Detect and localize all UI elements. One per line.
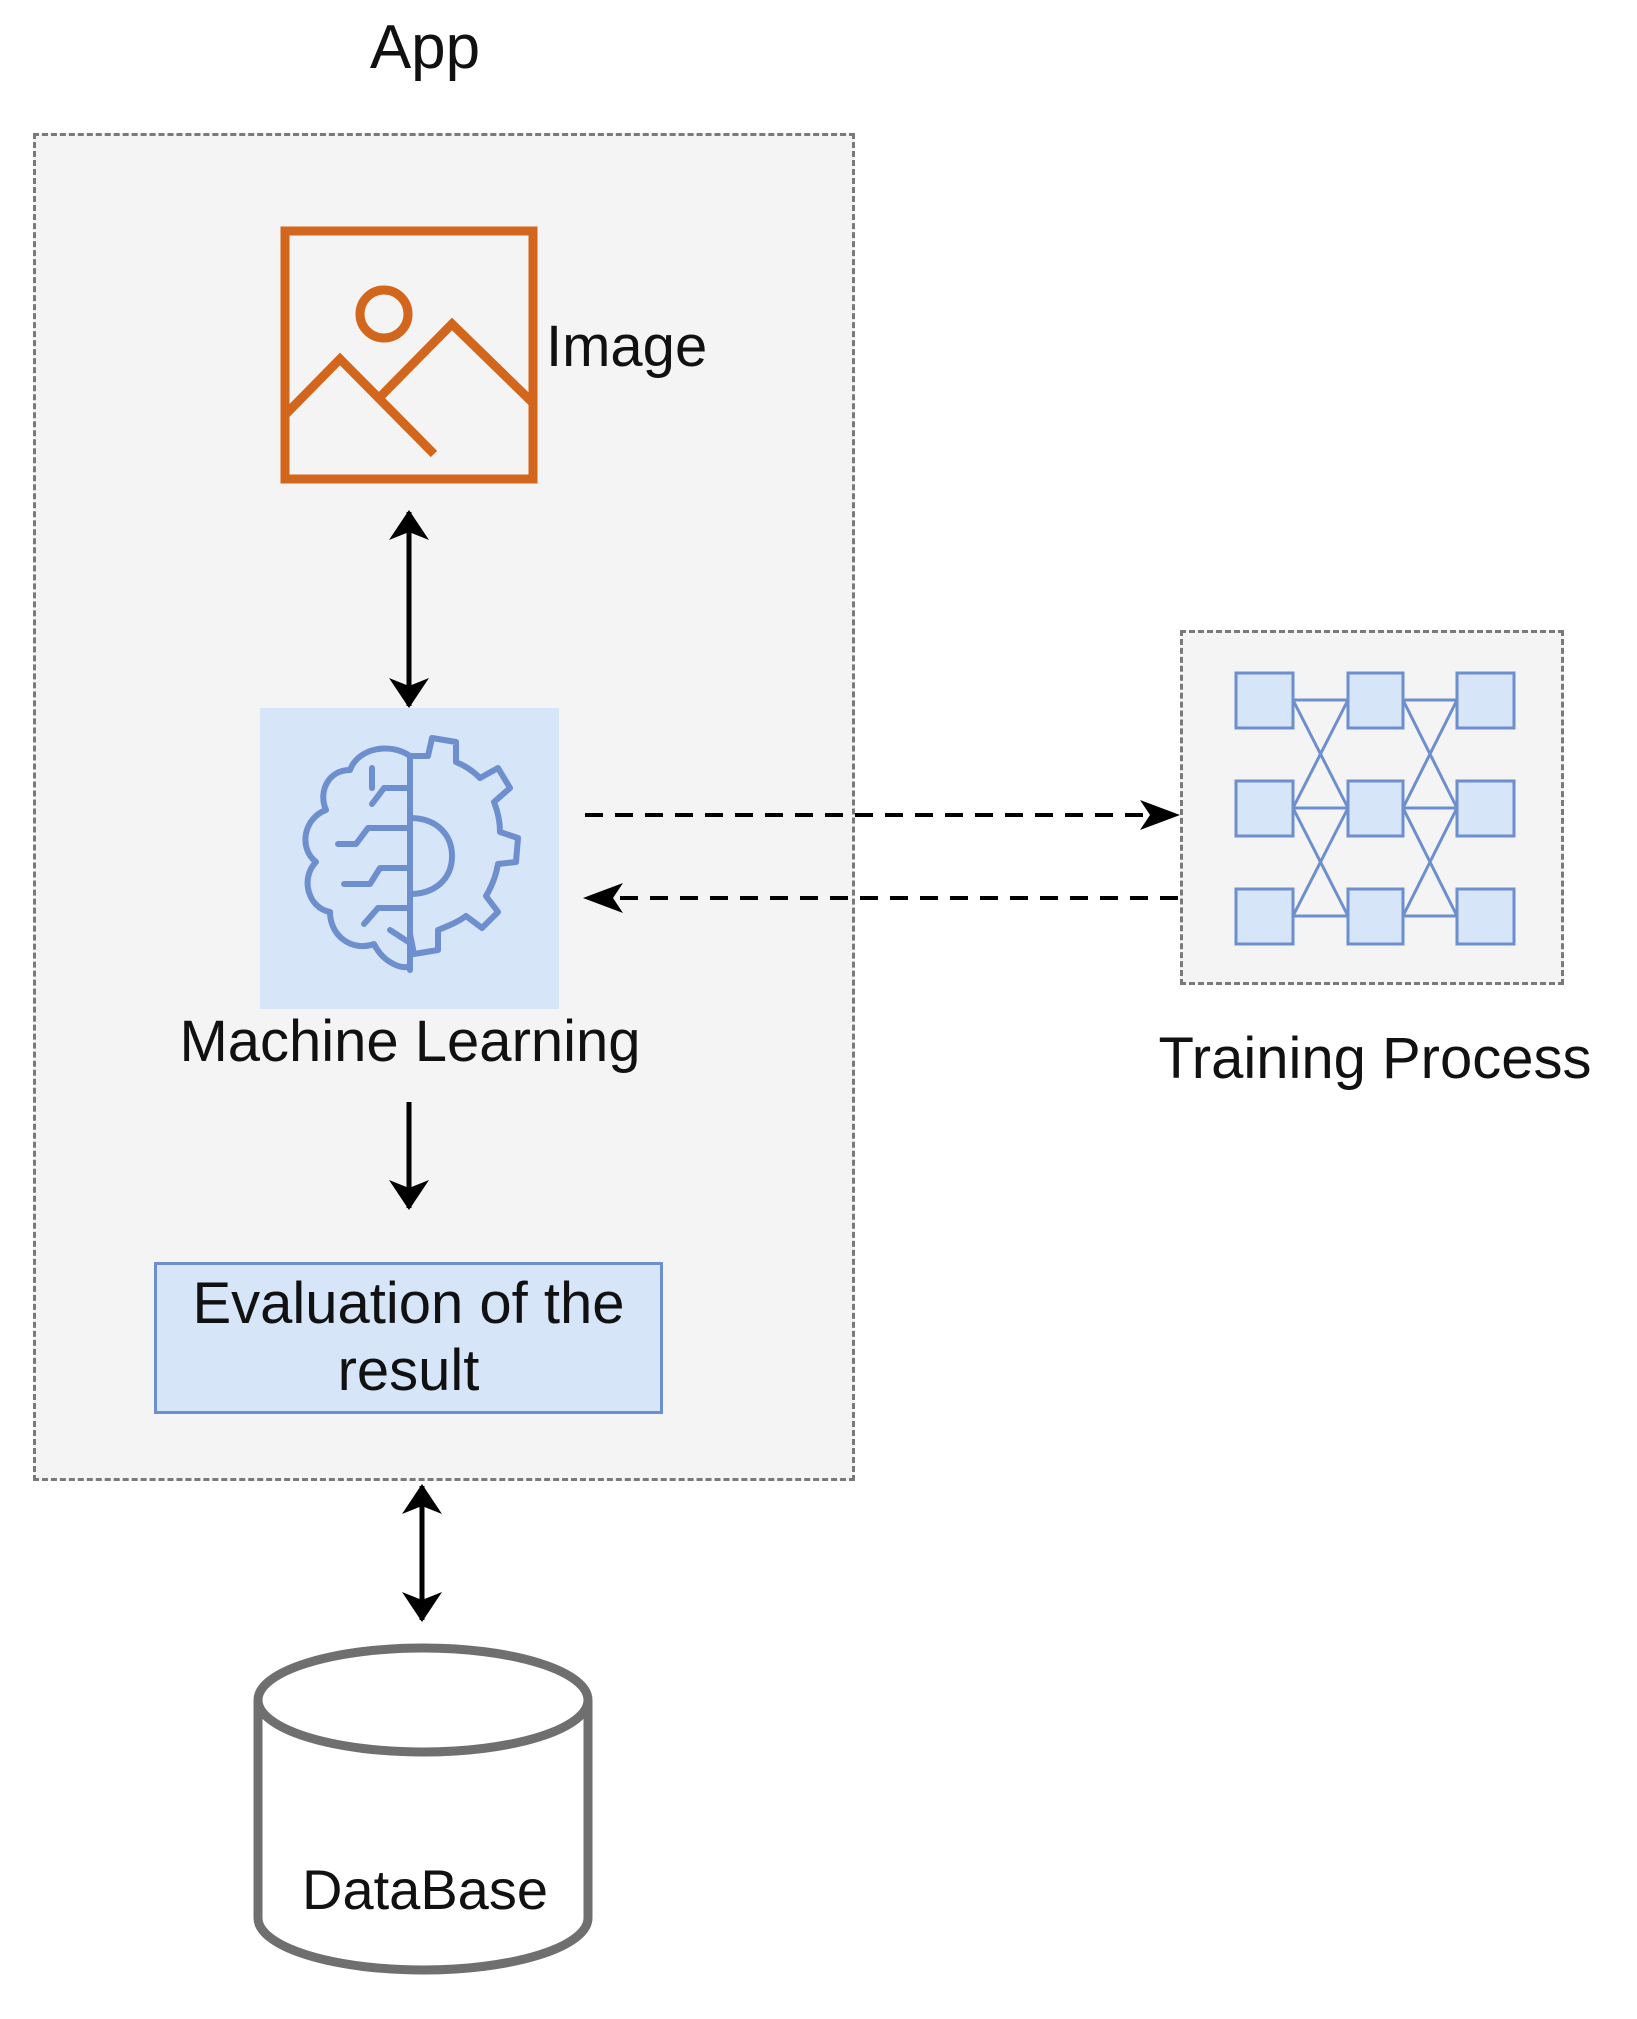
image-icon	[280, 226, 538, 484]
brain-gear-icon	[302, 735, 521, 973]
training-process-node	[1180, 630, 1564, 985]
training-process-label: Training Process	[1158, 1026, 1592, 1091]
app-title: App	[369, 13, 481, 82]
image-label: Image	[546, 314, 708, 379]
database-cylinder-icon	[253, 1643, 593, 1975]
machine-learning-node	[260, 708, 559, 1009]
evaluation-node: Evaluation of the result	[154, 1262, 663, 1414]
neural-network-icon	[1234, 671, 1516, 946]
evaluation-label: Evaluation of the result	[192, 1271, 625, 1403]
database-label: DataBase	[302, 1858, 548, 1921]
machine-learning-label: Machine Learning	[179, 1009, 641, 1074]
